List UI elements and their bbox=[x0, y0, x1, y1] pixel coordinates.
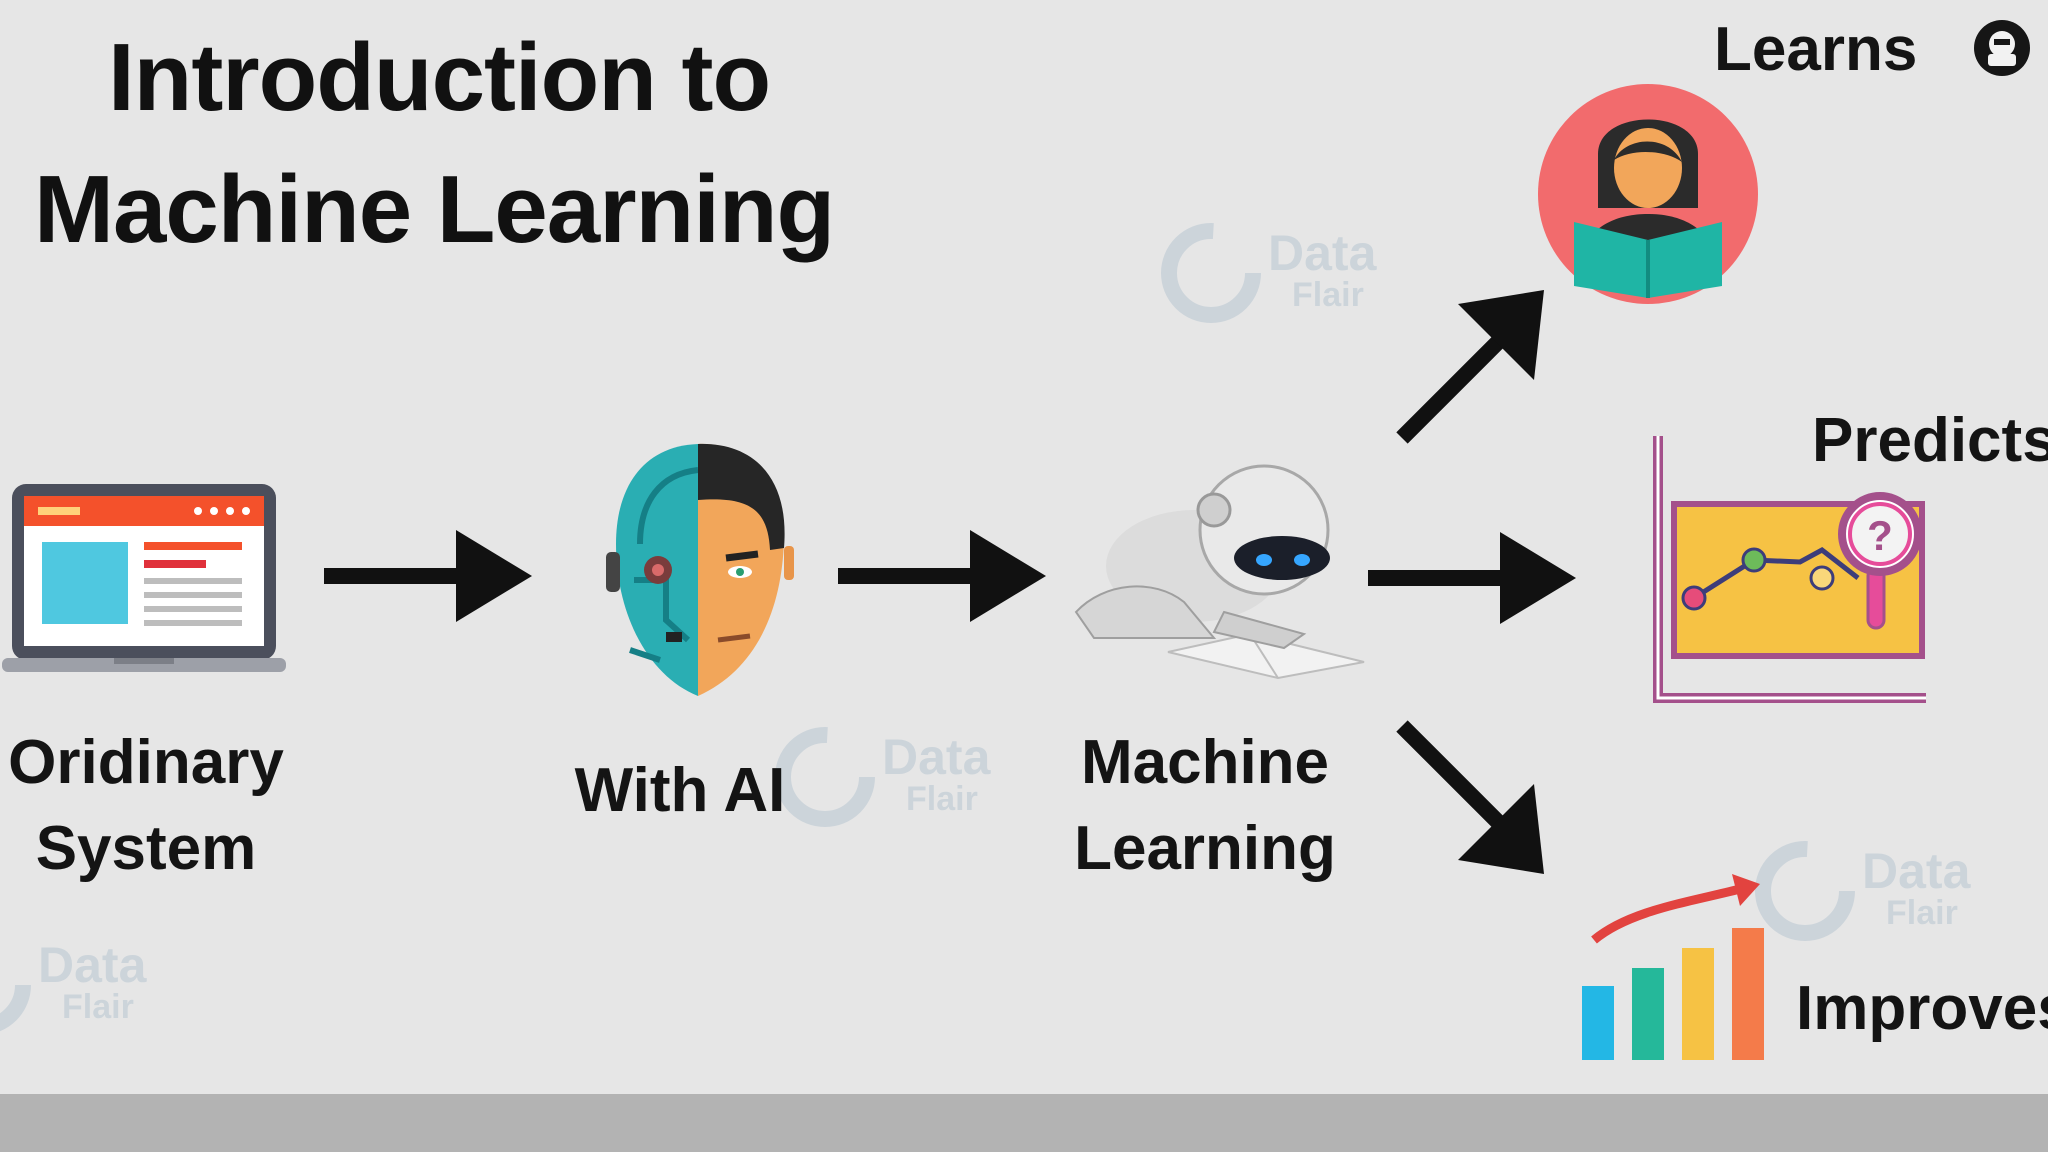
watermark-text: Data bbox=[1862, 843, 1971, 899]
watermark-logo: Data Flair bbox=[1156, 218, 1416, 328]
watermark-logo: Data Flair bbox=[770, 722, 1030, 832]
watermark-subtext: Flair bbox=[1292, 276, 1364, 314]
watermark-subtext: Flair bbox=[906, 780, 978, 818]
watermark-text: Data bbox=[38, 937, 147, 993]
improves-label: Improves bbox=[1796, 974, 2048, 1043]
arrow-right-icon bbox=[838, 530, 1046, 622]
slide-canvas: Data Flair Data Flair Data Flair Data Fl… bbox=[0, 15, 2048, 1060]
watermark-logo-icon bbox=[0, 938, 31, 1032]
robot-reading-icon bbox=[1074, 464, 1365, 680]
machine-learning-label: Machine Learning bbox=[1040, 720, 1370, 891]
channel-avatar-icon[interactable] bbox=[1974, 20, 2030, 76]
machine-learning-label-line-1: Machine bbox=[1080, 728, 1330, 797]
ordinary-system-label: Oridinary System bbox=[0, 720, 316, 891]
arrow-down-right-icon bbox=[1396, 720, 1544, 874]
page-title-line-1: Introduction to bbox=[108, 24, 771, 131]
watermark-subtext: Flair bbox=[62, 988, 134, 1026]
watermark-logo: Data Flair bbox=[1750, 836, 2010, 946]
ordinary-system-label-line-2: System bbox=[35, 813, 257, 883]
bottom-bar bbox=[0, 1094, 2048, 1152]
line-chart-magnifier-icon: ? bbox=[1653, 436, 1926, 703]
with-ai-label-text: With AI bbox=[574, 756, 786, 825]
bar-chart-growth-icon bbox=[1582, 874, 1764, 1060]
svg-text:?: ? bbox=[1867, 512, 1893, 559]
page-title-line-2: Machine Learning bbox=[34, 156, 835, 263]
watermark-logo-icon bbox=[1161, 223, 1261, 323]
laptop-icon bbox=[2, 484, 286, 672]
machine-learning-label-line-2: Learning bbox=[1074, 813, 1336, 883]
watermark-subtext: Flair bbox=[1886, 894, 1958, 932]
ordinary-system-label-line-1: Oridinary bbox=[8, 728, 284, 797]
watermark-text: Data bbox=[882, 729, 991, 785]
predicts-label: Predicts bbox=[1812, 406, 2048, 475]
watermark-logo: Data Flair bbox=[0, 930, 186, 1040]
cyborg-face-icon bbox=[606, 443, 794, 696]
arrow-right-icon bbox=[1368, 532, 1576, 624]
woman-reading-icon bbox=[1538, 84, 1758, 304]
watermark-logo-icon bbox=[1755, 841, 1855, 941]
arrow-right-icon bbox=[324, 530, 532, 622]
arrow-up-right-icon bbox=[1396, 290, 1544, 444]
learns-label: Learns bbox=[1714, 15, 1918, 84]
watermark-logo-icon bbox=[775, 727, 875, 827]
with-ai-label: With AI bbox=[550, 748, 810, 834]
watermark-text: Data bbox=[1268, 225, 1377, 281]
